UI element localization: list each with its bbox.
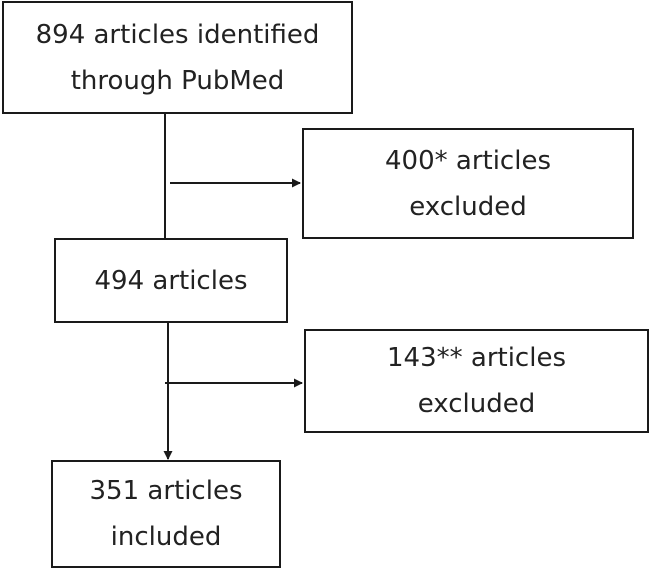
- included-articles-box: 351 articles included: [51, 460, 281, 568]
- identified-articles-label: 894 articles identified through PubMed: [35, 19, 320, 96]
- excluded-first-box: 400* articles excluded: [302, 128, 634, 239]
- identified-articles-box: 894 articles identified through PubMed: [2, 1, 353, 114]
- excluded-second-box: 143** articles excluded: [304, 329, 649, 433]
- excluded-second-label: 143** articles excluded: [387, 343, 566, 419]
- remaining-articles-label: 494 articles: [94, 265, 248, 296]
- included-articles-label: 351 articles included: [89, 476, 243, 552]
- excluded-first-label: 400* articles excluded: [385, 145, 551, 222]
- remaining-articles-box: 494 articles: [54, 238, 288, 323]
